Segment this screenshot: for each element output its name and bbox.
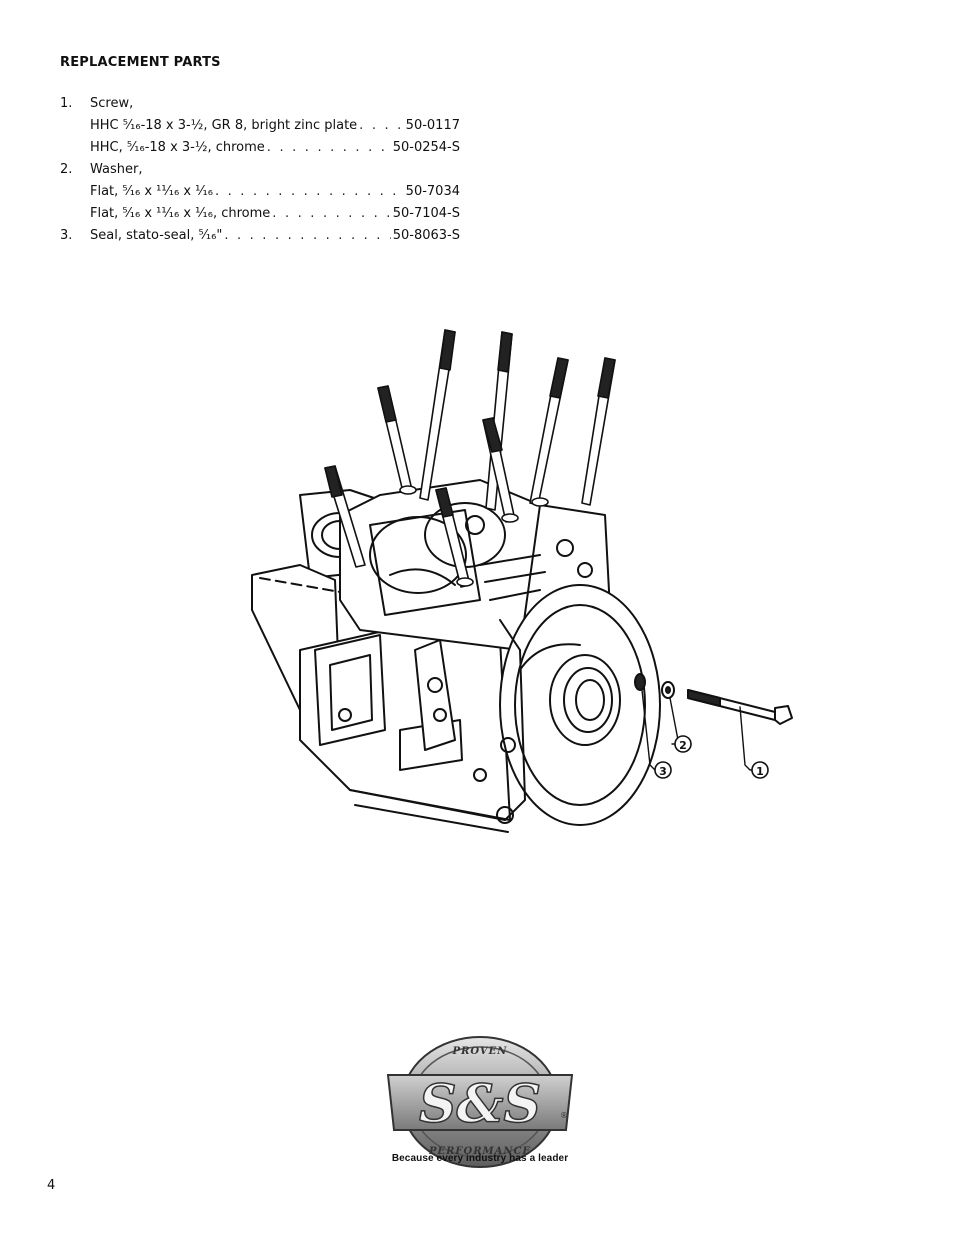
item-number: 3. (60, 228, 73, 243)
item-description: Seal, stato-seal, ⁵⁄₁₆" (90, 228, 223, 243)
ss-logo: S&S PROVEN PERFORMANCE ® (386, 1036, 574, 1168)
parts-row: Flat, ⁵⁄₁₆ x ¹¹⁄₁₆ x ¹⁄₁₆ . . . . . . . … (60, 181, 460, 203)
page-number: 4 (47, 1178, 56, 1193)
svg-text:®: ® (560, 1111, 568, 1120)
parts-row: 1. Screw, (60, 93, 460, 115)
parts-row: 2. Washer, (60, 159, 460, 181)
seal-part (634, 673, 646, 691)
crankcase-diagram: 1 2 3 (251, 329, 793, 833)
parts-row: 3. Seal, stato-seal, ⁵⁄₁₆" . . . . . . .… (60, 225, 460, 247)
parts-list: 1. Screw, HHC ⁵⁄₁₆-18 x 3-½, GR 8, brigh… (60, 93, 460, 247)
part-number: 50-7104-S (392, 206, 460, 221)
item-description: Flat, ⁵⁄₁₆ x ¹¹⁄₁₆ x ¹⁄₁₆, chrome (90, 206, 271, 221)
washer-part (661, 681, 675, 699)
dot-leader: . . . . . . . . . . . . . . . . . . . . … (224, 228, 390, 243)
item-description: HHC, ⁵⁄₁₆-18 x 3-½, chrome (90, 140, 265, 155)
item-description: Flat, ⁵⁄₁₆ x ¹¹⁄₁₆ x ¹⁄₁₆ (90, 184, 213, 199)
svg-text:3: 3 (659, 765, 667, 778)
dot-leader: . . . . . . . . . . . . . . . . . . . . … (359, 118, 404, 133)
callout-1: 1 (751, 761, 769, 779)
parts-row: HHC ⁵⁄₁₆-18 x 3-½, GR 8, bright zinc pla… (60, 115, 460, 137)
svg-text:S&S: S&S (419, 1074, 541, 1135)
dot-leader: . . . . . . . . . . . . . . . . . . . . … (266, 140, 391, 155)
tagline: Because every industry has a leader (391, 1153, 569, 1164)
section-heading: REPLACEMENT PARTS (60, 55, 221, 70)
svg-text:PROVEN: PROVEN (452, 1046, 508, 1057)
parts-row: Flat, ⁵⁄₁₆ x ¹¹⁄₁₆ x ¹⁄₁₆, chrome . . . … (60, 203, 460, 225)
part-number: 50-0254-S (392, 140, 460, 155)
svg-text:1: 1 (756, 765, 764, 778)
parts-row: HHC, ⁵⁄₁₆-18 x 3-½, chrome . . . . . . .… (60, 137, 460, 159)
svg-text:PERFORMANCE: PERFORMANCE (428, 1146, 531, 1157)
dot-leader: . . . . . . . . . . . . . . . . . . . . … (272, 206, 390, 221)
item-number: 1. (60, 96, 73, 111)
part-number: 50-8063-S (392, 228, 460, 243)
callout-2: 2 (674, 735, 692, 753)
svg-text:2: 2 (679, 739, 687, 752)
dot-leader: . . . . . . . . . . . . . . . . . . . . … (214, 184, 404, 199)
item-number: 2. (60, 162, 73, 177)
item-description: HHC ⁵⁄₁₆-18 x 3-½, GR 8, bright zinc pla… (90, 118, 358, 133)
part-number: 50-0117 (405, 118, 460, 133)
item-description: Washer, (90, 162, 143, 177)
callout-3: 3 (654, 761, 672, 779)
crankcase-body (251, 479, 661, 833)
cylinder-studs (324, 329, 616, 588)
item-description: Screw, (90, 96, 134, 111)
screw-part (687, 689, 793, 725)
part-number: 50-7034 (405, 184, 460, 199)
